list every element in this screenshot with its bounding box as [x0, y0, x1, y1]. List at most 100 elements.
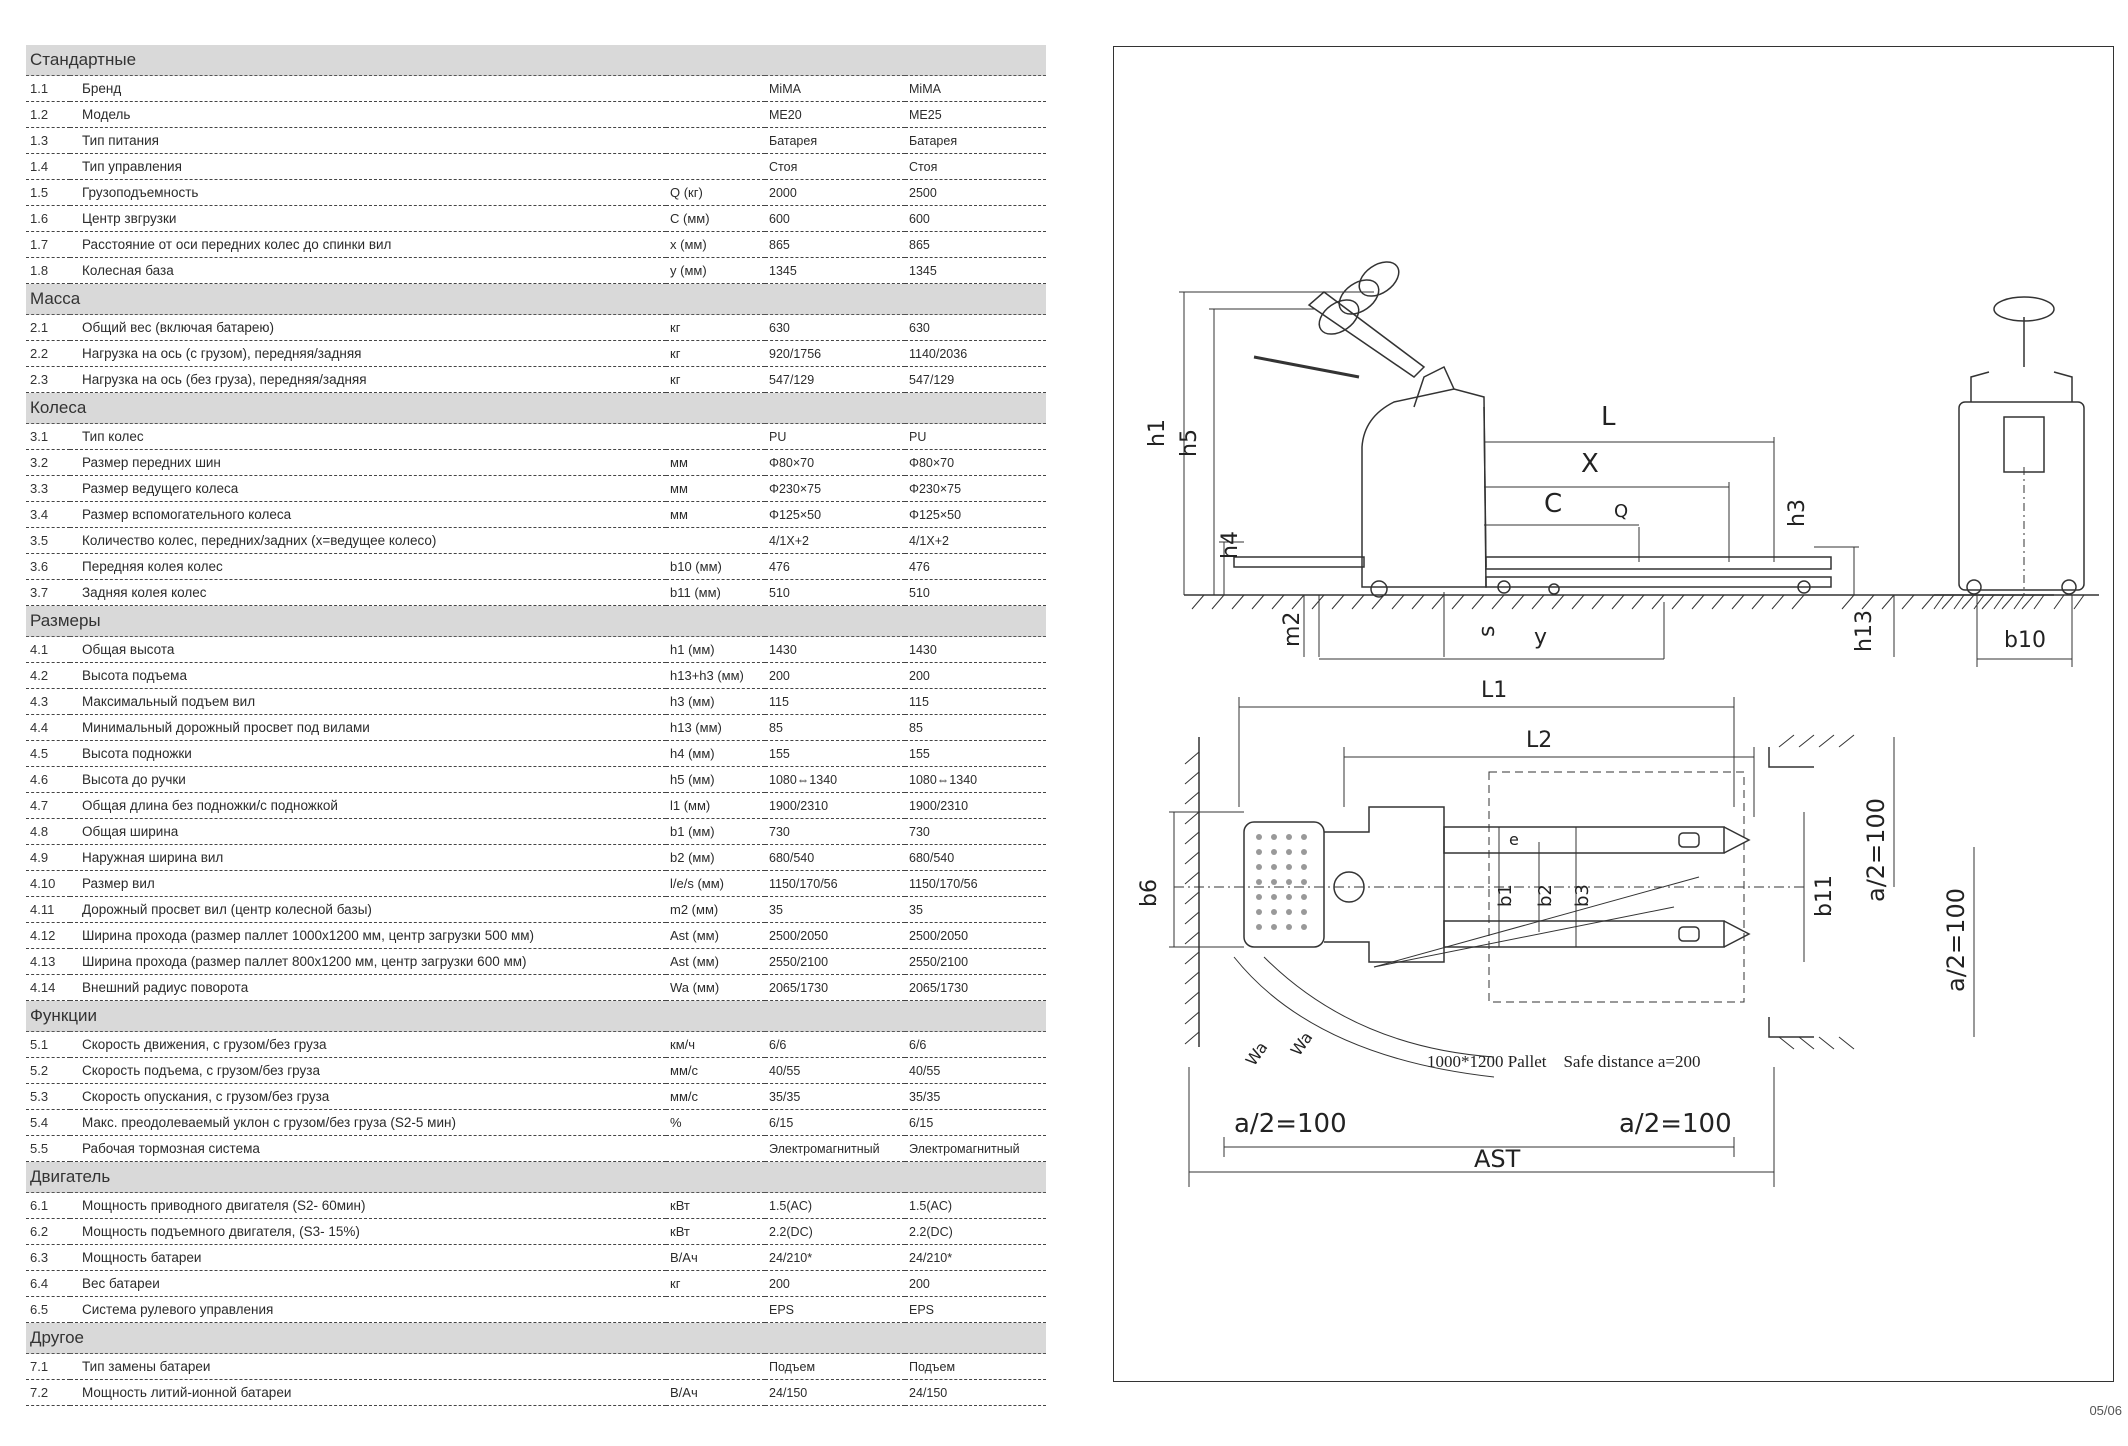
spec-name: Общий вес (включая батарею): [70, 314, 666, 341]
spec-value-me25: 1150/170/56: [905, 870, 1047, 897]
dim-label-half-a-bottom-1: a/2=100: [1234, 1109, 1347, 1139]
spec-value-me20: 2.2(DC): [765, 1218, 905, 1245]
spec-unit: h13+h3 (мм): [666, 662, 765, 689]
section-header: Размеры: [26, 605, 1047, 637]
spec-name: Скорость подъема, с грузом/без груза: [70, 1057, 666, 1084]
section-header: Другое: [26, 1322, 1047, 1354]
spec-value-me25: 730: [905, 818, 1047, 845]
spec-unit: [666, 153, 765, 180]
spec-number: 4.13: [26, 948, 70, 975]
spec-value-me20: 2000: [765, 179, 905, 206]
spec-number: 1.7: [26, 231, 70, 258]
spec-value-me20: Электромагнитный: [765, 1135, 905, 1162]
spec-unit: b10 (мм): [666, 553, 765, 580]
section-header: Стандартные: [26, 45, 1047, 76]
spec-name: Ширина прохода (размер паллет 1000x1200 …: [70, 922, 666, 949]
spec-value-me25: 40/55: [905, 1057, 1047, 1084]
spec-value-me20: 6/15: [765, 1109, 905, 1136]
technical-drawing-frame: h1 h5 h4 h3 h13 m2 s y L X C Q b10 L1 L2…: [1113, 46, 2114, 1382]
dim-label-b10: b10: [2004, 628, 2046, 653]
front-body: [1958, 401, 2085, 591]
spec-value-me25: 1900/2310: [905, 792, 1047, 819]
spec-value-me25: 600: [905, 205, 1047, 232]
spec-number: 1.2: [26, 101, 70, 128]
spec-unit: мм: [666, 475, 765, 502]
spec-value-me25: 2065/1730: [905, 974, 1047, 1001]
spec-value-me25: Подъем: [905, 1353, 1047, 1380]
spec-unit: Wa (мм): [666, 974, 765, 1001]
truck-top-body: [1243, 821, 1325, 948]
spec-name: Скорость движения, с грузом/без груза: [70, 1031, 666, 1058]
spec-value-me20: 1900/2310: [765, 792, 905, 819]
spec-unit: b11 (мм): [666, 579, 765, 606]
dim-label-b1: b1: [1495, 884, 1516, 907]
spec-name: Минимальный дорожный просвет под вилами: [70, 714, 666, 741]
dim-label-y: y: [1534, 625, 1547, 650]
spec-name: Тип управления: [70, 153, 666, 180]
spec-number: 7.1: [26, 1353, 70, 1380]
spec-value-me25: 155: [905, 740, 1047, 767]
spec-number: 5.5: [26, 1135, 70, 1162]
spec-name: Размер вспомогательного колеса: [70, 501, 666, 528]
dim-label-ast: AST: [1474, 1145, 1521, 1173]
spec-number: 4.4: [26, 714, 70, 741]
spec-name: Мощность литий-ионной батареи: [70, 1379, 666, 1406]
dim-label-wa: Wa: [1287, 1028, 1317, 1059]
spec-unit: %: [666, 1109, 765, 1136]
spec-value-me25: 680/540: [905, 844, 1047, 871]
spec-value-me25: 4/1X+2: [905, 527, 1047, 554]
spec-number: 4.9: [26, 844, 70, 871]
spec-value-me20: 920/1756: [765, 340, 905, 367]
spec-value-me25: Φ230×75: [905, 475, 1047, 502]
spec-value-me20: 40/55: [765, 1057, 905, 1084]
spec-value-me20: 2500/2050: [765, 922, 905, 949]
spec-name: Нагрузка на ось (с грузом), передняя/зад…: [70, 340, 666, 367]
spec-value-me25: 2550/2100: [905, 948, 1047, 975]
spec-name: Нагрузка на ось (без груза), передняя/за…: [70, 366, 666, 393]
spec-number: 3.3: [26, 475, 70, 502]
spec-value-me25: MiMA: [905, 75, 1047, 102]
spec-name: Вес батареи: [70, 1270, 666, 1297]
spec-value-me20: Подъем: [765, 1353, 905, 1380]
dim-label-b6: b6: [1137, 879, 1162, 907]
spec-name: Дорожный просвет вил (центр колесной баз…: [70, 896, 666, 923]
spec-value-me20: 85: [765, 714, 905, 741]
spec-unit: [666, 1135, 765, 1162]
dim-label-b3: b3: [1572, 884, 1593, 907]
spec-number: 3.7: [26, 579, 70, 606]
spec-value-me25: Батарея: [905, 127, 1047, 154]
spec-unit: кг: [666, 366, 765, 393]
spec-value-me20: 865: [765, 231, 905, 258]
spec-number: 4.14: [26, 974, 70, 1001]
spec-value-me20: ME20: [765, 101, 905, 128]
spec-number: 3.5: [26, 527, 70, 554]
spec-value-me20: 630: [765, 314, 905, 341]
spec-value-me20: PU: [765, 423, 905, 450]
top-view: [1169, 697, 1975, 1187]
dim-label-s: s: [1475, 626, 1500, 637]
technical-drawing: h1 h5 h4 h3 h13 m2 s y L X C Q b10 L1 L2…: [1137, 261, 2099, 1187]
spec-value-me25: 630: [905, 314, 1047, 341]
spec-value-me20: 115: [765, 688, 905, 715]
spec-name: Размер вил: [70, 870, 666, 897]
spec-name: Макс. преодолеваемый уклон с грузом/без …: [70, 1109, 666, 1136]
spec-value-me20: 35: [765, 896, 905, 923]
